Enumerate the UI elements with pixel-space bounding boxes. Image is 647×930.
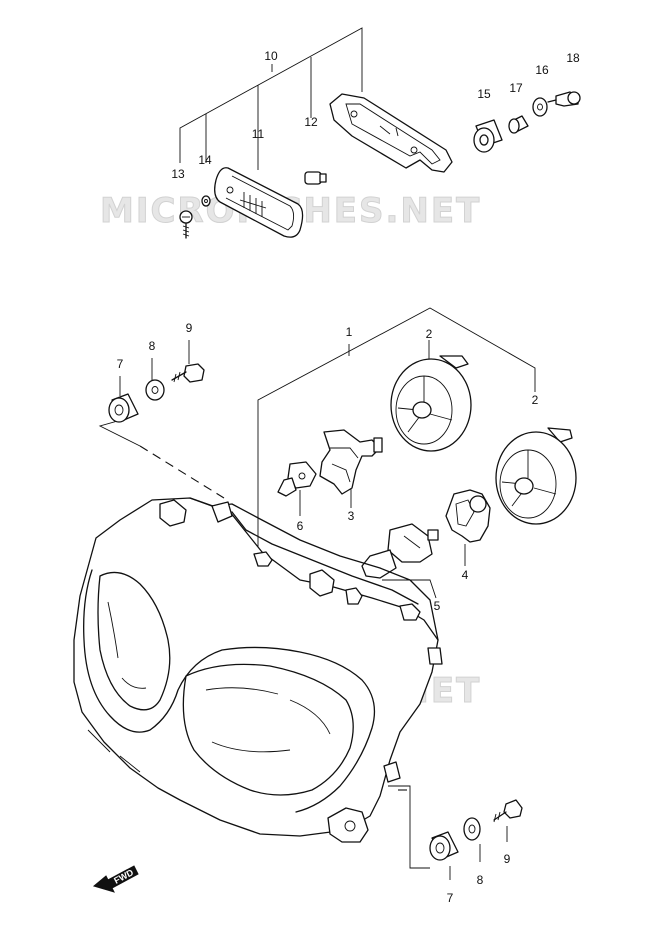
grommet-15 xyxy=(473,119,503,153)
washer-8-right xyxy=(463,817,481,841)
position-lamp-lens-11 xyxy=(214,167,304,238)
callout-6: 6 xyxy=(297,519,304,533)
leader-lines-right-mount xyxy=(388,785,508,880)
callout-7-left: 7 xyxy=(117,357,124,371)
callout-7-right: 7 xyxy=(447,891,454,905)
callout-11: 11 xyxy=(252,127,265,141)
callout-4: 4 xyxy=(462,568,469,582)
bolt-9-left xyxy=(171,363,205,383)
callout-8-right: 8 xyxy=(477,873,484,887)
bolt-9-right xyxy=(493,799,523,823)
callout-12: 12 xyxy=(304,115,318,129)
dust-cover-2-lower xyxy=(495,427,577,525)
grommet-7-left xyxy=(108,393,139,423)
callout-10: 10 xyxy=(264,49,278,63)
fwd-arrow-icon: FWD xyxy=(92,865,139,893)
callout-1: 1 xyxy=(346,325,353,339)
bulb-12 xyxy=(304,171,327,185)
callout-18: 18 xyxy=(566,51,580,65)
callout-17: 17 xyxy=(509,81,523,95)
washer-8-left xyxy=(145,379,165,401)
bulb-5 xyxy=(361,523,439,579)
callout-9-left: 9 xyxy=(186,321,193,335)
screw-13 xyxy=(179,210,193,239)
callout-16: 16 xyxy=(535,63,549,77)
callout-2-lower: 2 xyxy=(532,393,539,407)
headlamp-housing xyxy=(73,497,443,843)
leader-lines-group-1 xyxy=(257,307,536,599)
bolt-18 xyxy=(547,91,581,107)
washer-16 xyxy=(532,97,548,117)
socket-4 xyxy=(445,489,491,543)
callout-15: 15 xyxy=(477,87,491,101)
callout-14: 14 xyxy=(198,153,212,167)
callout-13: 13 xyxy=(171,167,185,181)
collar-17 xyxy=(508,115,529,134)
callout-2-upper: 2 xyxy=(426,327,433,341)
bulb-6 xyxy=(277,461,317,497)
position-lamp-socket-10 xyxy=(329,93,453,173)
dust-cover-2-upper xyxy=(390,355,472,452)
callout-5: 5 xyxy=(434,599,441,613)
callout-8-left: 8 xyxy=(149,339,156,353)
grommet-7-right xyxy=(429,831,459,861)
callout-3: 3 xyxy=(348,509,355,523)
leader-lines-group-10 xyxy=(179,27,363,170)
socket-3 xyxy=(319,429,383,495)
washer-14 xyxy=(201,195,211,207)
callout-9-right: 9 xyxy=(504,852,511,866)
